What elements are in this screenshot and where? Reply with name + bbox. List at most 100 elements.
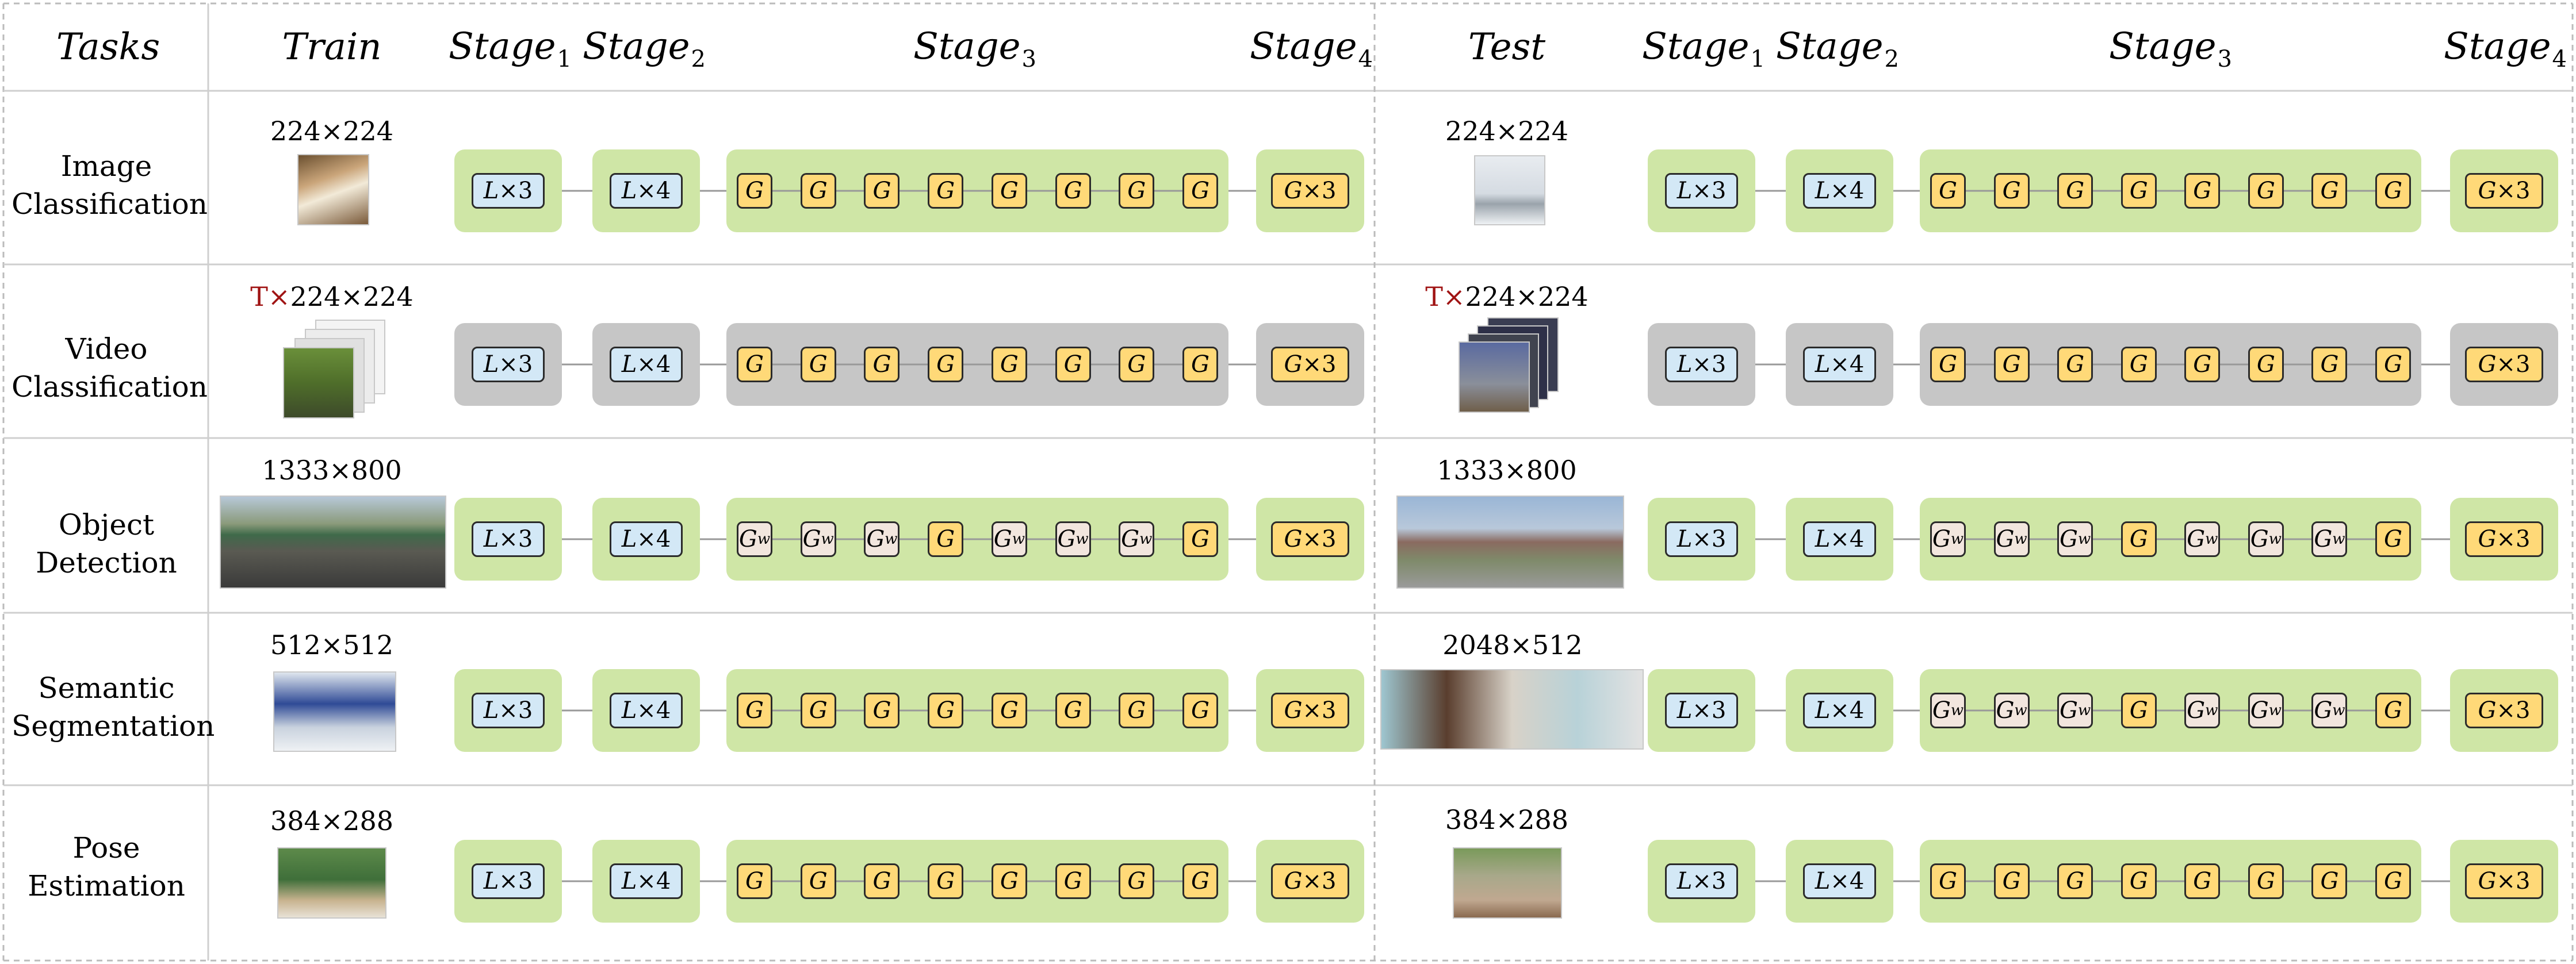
stage1-block: L×3 — [1665, 693, 1738, 728]
g-block: G — [2375, 347, 2411, 382]
block-symbol: G — [2478, 697, 2497, 724]
block-symbol: L — [483, 697, 499, 724]
block-symbol: G — [2384, 526, 2402, 552]
g-block: G — [2248, 863, 2284, 899]
train-stage1: L×3 — [454, 498, 562, 581]
block-symbol: G — [2314, 526, 2333, 552]
block-symbol: G — [2384, 178, 2402, 204]
block-symbol: G — [2478, 351, 2497, 378]
block-connector — [900, 538, 928, 540]
g-block: G — [2057, 173, 2093, 209]
g-block: G — [2120, 863, 2157, 899]
block-symbol: L — [1676, 697, 1693, 724]
block-connector — [2347, 538, 2375, 540]
g-block: G — [864, 693, 900, 728]
g-block: G — [1119, 863, 1155, 899]
block-connector — [1154, 190, 1182, 192]
test-resolution: 1333×800 — [1437, 455, 1577, 486]
block-symbol: L — [1815, 178, 1831, 204]
block-subscript: w — [1950, 702, 1964, 719]
block-connector — [2283, 363, 2312, 366]
block-symbol: G — [2250, 526, 2269, 552]
dog-image — [297, 154, 369, 225]
block-connector — [2220, 709, 2248, 712]
block-symbol: G — [2187, 526, 2206, 552]
g-block: G — [800, 173, 836, 209]
block-connector — [2347, 709, 2375, 712]
block-subscript: w — [2205, 702, 2218, 719]
block-symbol: G — [2193, 178, 2212, 204]
baseball-image — [277, 847, 386, 919]
block-symbol: G — [745, 697, 764, 724]
g-block: G — [864, 863, 900, 899]
block-connector — [2347, 363, 2375, 366]
block-connector — [2283, 880, 2312, 882]
header-train-stage3: Stage3 — [913, 25, 1037, 72]
block-connector — [900, 363, 928, 366]
block-symbol: G — [1284, 351, 1303, 378]
block-connector — [2093, 880, 2121, 882]
block-connector — [2093, 363, 2121, 366]
stage-connector — [2421, 538, 2450, 540]
stage1-block: L×3 — [472, 347, 545, 382]
block-times: ×3 — [1302, 178, 1337, 204]
block-symbol: G — [738, 526, 757, 552]
block-symbol: L — [1676, 351, 1693, 378]
block-symbol: G — [1191, 697, 1209, 724]
stage4-block: G×3 — [2465, 693, 2543, 728]
stage-connector — [1228, 363, 1256, 366]
block-symbol: G — [1000, 697, 1019, 724]
train-resolution: T×224×224 — [250, 281, 414, 312]
block-connector — [2029, 190, 2058, 192]
g-block: G — [2311, 863, 2348, 899]
block-symbol: G — [1284, 697, 1303, 724]
stage1-block: L×3 — [1665, 863, 1738, 899]
stage-connector — [700, 880, 726, 882]
block-symbol: G — [2002, 351, 2021, 378]
block-symbol: G — [993, 526, 1012, 552]
block-symbol: G — [2478, 178, 2497, 204]
block-connector — [2029, 538, 2058, 540]
block-symbol: L — [621, 178, 637, 204]
block-symbol: G — [936, 351, 955, 378]
block-symbol: G — [2250, 697, 2269, 724]
train-stage2: L×4 — [592, 669, 700, 752]
block-symbol: G — [1057, 526, 1076, 552]
header-test-stage2: Stage2 — [1775, 25, 1900, 72]
block-symbol: G — [2129, 868, 2148, 894]
block-symbol: G — [1000, 351, 1019, 378]
block-connector — [900, 709, 928, 712]
block-connector — [1090, 880, 1119, 882]
block-connector — [2029, 880, 2058, 882]
block-symbol: G — [872, 351, 891, 378]
room-image — [273, 671, 396, 752]
block-subscript: w — [1012, 531, 1025, 548]
block-symbol: L — [483, 178, 499, 204]
header-test-stage1: Stage1 — [1641, 25, 1766, 72]
test-stage1: L×3 — [1648, 498, 1755, 581]
block-symbol: G — [936, 526, 955, 552]
g-block: G — [864, 173, 900, 209]
stage2-block: L×4 — [610, 521, 683, 557]
block-connector — [2283, 538, 2312, 540]
block-symbol: L — [1815, 526, 1831, 552]
block-symbol: G — [745, 178, 764, 204]
block-symbol: G — [745, 868, 764, 894]
block-connector — [1090, 709, 1119, 712]
g-block: G — [800, 863, 836, 899]
stage-connector — [1755, 538, 1786, 540]
stage-connector — [1755, 190, 1786, 192]
block-times: ×3 — [1302, 351, 1337, 378]
g-block: G — [1119, 693, 1155, 728]
stage2-block: L×4 — [1803, 521, 1876, 557]
block-symbol: G — [872, 868, 891, 894]
block-symbol: G — [2256, 868, 2275, 894]
block-symbol: G — [1284, 178, 1303, 204]
block-connector — [2283, 709, 2312, 712]
